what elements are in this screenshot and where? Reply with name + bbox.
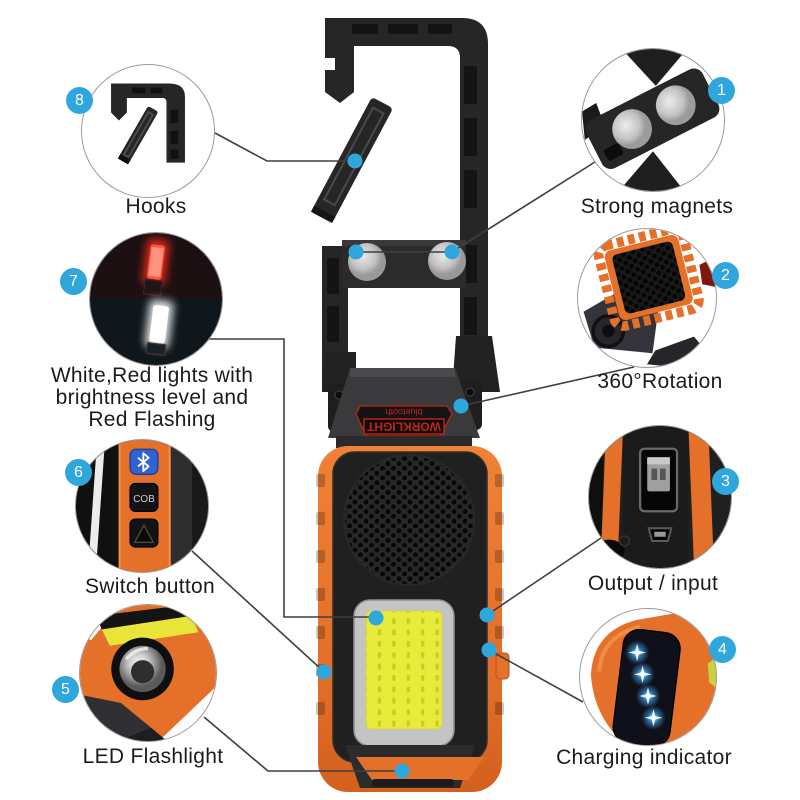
flashlight-detail-graphic	[80, 605, 216, 741]
body	[316, 446, 510, 792]
ports-detail-graphic	[589, 426, 731, 568]
connector-line-magnets	[356, 161, 596, 253]
brand-bluetooth: bluetooth	[385, 407, 422, 417]
connector-line-switch	[191, 550, 323, 671]
lights-detail-circle	[89, 232, 223, 366]
callout-dots	[316, 153, 497, 779]
lights-detail-graphic	[90, 233, 222, 365]
micro-usb-port	[647, 527, 673, 543]
bluetooth-icon	[137, 452, 150, 472]
connector-line-output	[486, 537, 602, 616]
badge-8: 8	[66, 87, 93, 114]
ports-detail-circle	[588, 425, 732, 569]
charging-detail-circle	[579, 608, 717, 746]
badge-6: 6	[65, 459, 92, 486]
cob-button: COB	[129, 482, 159, 512]
label-rotation: 360°Rotation	[597, 370, 723, 393]
rotation-detail-circle	[577, 228, 717, 368]
connector-line-hooks	[214, 132, 352, 162]
magnets-detail-circle	[581, 48, 725, 192]
speaker-module	[593, 229, 704, 331]
badge-7: 7	[60, 268, 87, 295]
label-charging-indicator: Charging indicator	[556, 746, 732, 769]
flashlight-lens	[111, 637, 174, 701]
connector-line-flashlight	[203, 716, 399, 772]
label-led-flashlight: LED Flashlight	[82, 745, 224, 768]
flashlight-detail-circle	[79, 604, 217, 742]
hook-detail-graphic	[111, 83, 185, 165]
white-light	[144, 299, 174, 356]
bluetooth-button	[129, 448, 159, 475]
connector-line-lights	[209, 338, 370, 618]
hinge-head: bluetooth WORKLIGHT	[328, 368, 482, 448]
flashlight-mode-button	[129, 518, 159, 548]
brand-worklight: WORKLIGHT	[366, 420, 441, 434]
switch-detail-circle: COB	[75, 439, 209, 573]
hooks-detail-circle	[81, 64, 215, 198]
badge-1: 1	[708, 77, 735, 104]
usb-port	[638, 447, 679, 513]
flashlight-mode-icon	[133, 523, 155, 543]
badge-3: 3	[712, 468, 739, 495]
badge-4: 4	[709, 636, 736, 663]
red-light	[142, 238, 170, 297]
charging-leds	[624, 640, 666, 731]
bottom-cap	[356, 757, 484, 780]
cob-panel	[353, 599, 455, 747]
cob-button-label: COB	[133, 494, 155, 505]
label-white-red-lights: White,Red lights with brightness level a…	[50, 364, 254, 431]
rotation-detail-graphic	[583, 229, 716, 367]
label-switch-button: Switch button	[85, 575, 215, 598]
charging-detail-graphic	[590, 609, 716, 745]
switch-detail-graphic: COB	[76, 440, 208, 572]
label-strong-magnets: Strong magnets	[580, 195, 734, 218]
label-hooks: Hooks	[125, 195, 187, 218]
connector-line-rotation	[460, 366, 635, 407]
badge-5: 5	[52, 676, 79, 703]
label-output-input: Output / input	[587, 572, 719, 595]
magnets-detail-graphic	[582, 49, 720, 191]
connector-line-charging	[488, 649, 584, 703]
badge-2: 2	[712, 262, 739, 289]
